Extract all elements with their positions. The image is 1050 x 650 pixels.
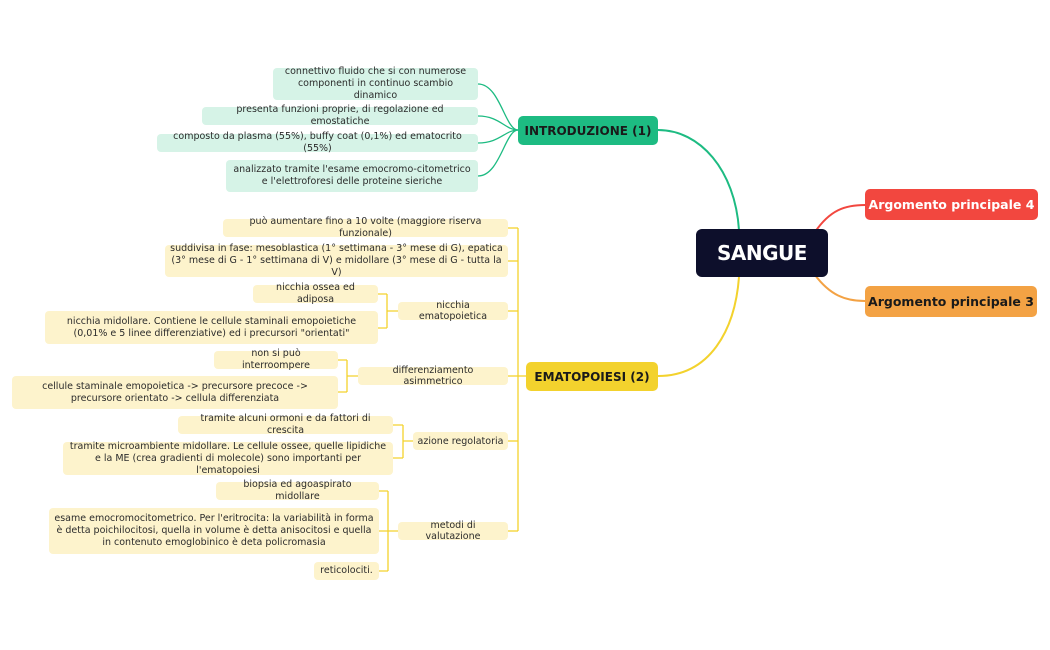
intro-item[interactable]: analizzato tramite l'esame emocromo-cito… [226,160,478,192]
intro-item[interactable]: presenta funzioni proprie, di regolazion… [202,104,478,127]
metodi-item-text: reticolociti. [320,565,373,576]
differenziamento-item[interactable]: cellule staminale emopoietica -> precurs… [12,376,338,409]
topic-argomento-4[interactable]: Argomento principale 4 [865,189,1038,220]
emato-item[interactable]: suddivisa in fase: mesoblastica (1° sett… [165,243,508,278]
subtopic-label: differenziamento asimmetrico [392,365,474,387]
central-topic[interactable]: SANGUE [696,229,828,277]
subtopic-label: azione regolatoria [417,435,504,447]
topic-argomento-3[interactable]: Argomento principale 3 [865,286,1037,317]
differenziamento-item-text: cellule staminale emopoietica -> precurs… [42,380,308,404]
metodi-item[interactable]: esame emocromocitometrico. Per l'eritroc… [49,508,379,554]
branch-ematopoiesi[interactable]: EMATOPOIESI (2) [526,362,658,391]
emato-item[interactable]: può aumentare fino a 10 volte (maggiore … [223,216,508,239]
branch-ematopoiesi-label: EMATOPOIESI (2) [534,369,650,384]
subtopic-metodi-di-valutazione[interactable]: metodi di valutazione [398,520,508,542]
regolatoria-item[interactable]: tramite microambiente midollare. Le cell… [63,440,393,476]
intro-item-text: analizzato tramite l'esame emocromo-cito… [233,164,471,187]
regolatoria-item-text: tramite alcuni ormoni e da fattori di cr… [200,413,371,436]
differenziamento-item[interactable]: non si può interroompere [214,348,338,371]
branch-introduzione-label: INTRODUZIONE (1) [524,123,652,138]
regolatoria-item-text: tramite microambiente midollare. Le cell… [69,440,387,476]
metodi-item-text: esame emocromocitometrico. Per l'eritroc… [54,513,374,548]
metodi-item[interactable]: reticolociti. [314,562,379,580]
central-topic-label: SANGUE [717,241,807,265]
topic-argomento-4-label: Argomento principale 4 [868,197,1035,212]
metodi-item[interactable]: biopsia ed agoaspirato midollare [216,479,379,502]
subtopic-azione-regolatoria[interactable]: azione regolatoria [413,432,508,450]
intro-item-text: connettivo fluido che si con numerose co… [284,66,467,101]
nicchia-item[interactable]: nicchia midollare. Contiene le cellule s… [45,311,378,344]
differenziamento-item-text: non si può interroompere [242,348,310,371]
intro-item[interactable]: connettivo fluido che si con numerose co… [273,66,478,101]
metodi-item-text: biopsia ed agoaspirato midollare [243,479,352,502]
emato-item-text: può aumentare fino a 10 volte (maggiore … [249,216,482,239]
link-center-topic3 [814,274,866,302]
subtopic-label: metodi di valutazione [425,520,481,542]
branch-introduzione[interactable]: INTRODUZIONE (1) [518,116,658,145]
link-center-intro [657,129,740,231]
emato-item-text: suddivisa in fase: mesoblastica (1° sett… [170,243,503,278]
link-center-topic4 [814,204,866,233]
subtopic-label: nicchia ematopoietica [418,300,488,322]
nicchia-item-text: nicchia ossea ed adiposa [276,282,355,305]
subtopic-nicchia-ematopoietica[interactable]: nicchia ematopoietica [398,300,508,322]
emato-links [338,227,526,572]
nicchia-item-text: nicchia midollare. Contiene le cellule s… [66,315,357,339]
regolatoria-item[interactable]: tramite alcuni ormoni e da fattori di cr… [178,413,393,436]
intro-item-text: presenta funzioni proprie, di regolazion… [236,104,444,127]
link-center-emato [657,276,740,377]
intro-links [477,83,519,177]
nicchia-item[interactable]: nicchia ossea ed adiposa [253,282,378,305]
intro-item[interactable]: composto da plasma (55%), buffy coat (0,… [157,131,478,154]
intro-item-text: composto da plasma (55%), buffy coat (0,… [173,131,462,154]
subtopic-differenziamento-asimmetrico[interactable]: differenziamento asimmetrico [358,365,508,387]
topic-argomento-3-label: Argomento principale 3 [868,294,1034,309]
